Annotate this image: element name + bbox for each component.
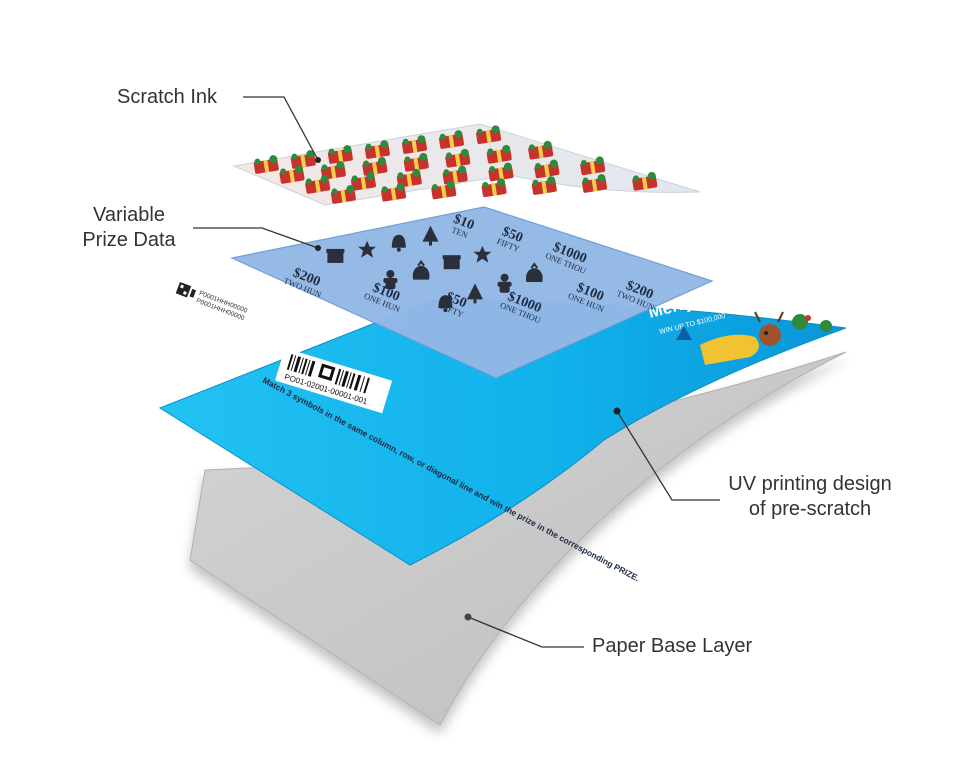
gift-icon: [362, 157, 388, 176]
gift-icon: [528, 140, 554, 160]
gift-icon: [488, 162, 514, 182]
pointer-dot-prize-data: [315, 245, 321, 251]
label-paper-base: Paper Base Layer: [592, 635, 753, 657]
pointer-dot-scratch-ink: [315, 157, 321, 163]
star-icon: [358, 240, 377, 258]
sack-icon: [412, 259, 430, 280]
gift-icon: [279, 165, 305, 184]
prize-amount: $50: [444, 290, 469, 312]
prize-amount: $10: [451, 212, 476, 234]
gift-icon: [401, 135, 428, 154]
label-scratch-ink: Scratch Ink: [117, 86, 218, 108]
gift-icon: [481, 178, 507, 198]
label-prize-data-line2: Prize Data: [82, 229, 176, 251]
leader-lines: [193, 96, 720, 648]
gift-icon: [632, 171, 658, 191]
prize-symbols: [326, 225, 543, 313]
gift-icon: [305, 175, 331, 194]
label-uv-design-line1: UV printing design: [728, 473, 892, 495]
gift-icon: [326, 248, 345, 263]
qr-code-icon: [175, 282, 197, 298]
gift-icon: [581, 174, 608, 193]
ginger-icon: [383, 270, 398, 289]
gift-icon: [330, 185, 356, 204]
bell-icon: [438, 295, 453, 313]
scratch-ink-pattern: [253, 125, 658, 204]
label-prize-data: Variable Prize Data: [74, 203, 184, 253]
label-uv-design-line2: of pre-scratch: [748, 498, 872, 520]
gift-icon: [327, 145, 353, 164]
label-uv-design: UV printing design of pre-scratch: [720, 472, 900, 522]
leader-uv-design: [616, 410, 720, 501]
gift-icon: [364, 140, 390, 159]
serial-code: P0001HHH00000 P0001HHH00000: [175, 282, 248, 322]
gift-icon: [381, 182, 407, 202]
barcode-icon: [286, 354, 370, 394]
prize-amount: $50: [500, 224, 525, 246]
gift-icon: [445, 148, 471, 168]
tree-icon: [422, 225, 439, 246]
gift-icon: [350, 171, 377, 191]
sack-icon: [525, 262, 543, 282]
leader-scratch-ink: [243, 96, 319, 161]
gift-icon: [403, 152, 429, 172]
gift-icon: [531, 176, 557, 195]
star-icon: [473, 245, 492, 263]
leader-paper-base: [467, 616, 584, 648]
gift-icon: [431, 180, 457, 200]
pointer-dot-uv-design: [613, 407, 621, 415]
gift-icon: [476, 125, 502, 145]
ginger-icon: [497, 273, 512, 293]
gift-icon: [290, 150, 316, 169]
leader-prize-data: [193, 227, 319, 249]
bell-icon: [391, 234, 406, 252]
tree-icon: [467, 283, 483, 304]
gift-icon: [253, 155, 279, 174]
gift-icon: [486, 144, 512, 164]
gift-icon: [580, 156, 606, 176]
label-prize-data-line1: Variable: [93, 204, 165, 226]
reindeer-sleigh-illustration: [676, 311, 832, 365]
gift-icon: [442, 255, 461, 270]
gift-icon: [442, 165, 468, 185]
gift-icon: [438, 130, 465, 149]
scratch-ink-layer: [232, 123, 701, 206]
pointer-dot-paper-base: [464, 613, 472, 621]
gift-icon: [534, 159, 560, 179]
